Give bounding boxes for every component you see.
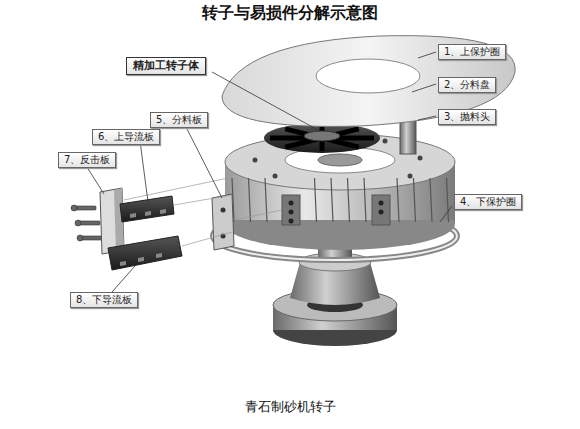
impact-plate (100, 188, 124, 254)
title-box: 精加工转子体 (126, 57, 206, 75)
fin (447, 178, 449, 222)
splitter-plate (212, 194, 234, 250)
fin (348, 178, 350, 222)
part-label: 2、分料盘 (438, 77, 496, 93)
part-label: 7、反击板 (58, 152, 116, 168)
title: 转子与易损件分解示意图 (202, 3, 378, 24)
upper-guide-plate (120, 196, 174, 222)
fin (249, 178, 251, 222)
fin (315, 178, 317, 222)
part-name: 3、抛料头 (444, 111, 490, 122)
part-label: 6、上导流板 (92, 129, 160, 145)
fin (331, 178, 333, 222)
bolts (71, 205, 102, 241)
part-name: 6、上导流板 (98, 131, 154, 142)
fin (430, 178, 432, 222)
part-name: 8、下导流板 (76, 294, 132, 305)
part-label: 5、分料板 (150, 112, 208, 128)
part-name: 7、反击板 (64, 154, 110, 165)
part-name: 2、分料盘 (444, 79, 490, 90)
fin (364, 178, 366, 222)
fin (414, 178, 416, 222)
caption: 青石制砂机转子 (245, 398, 336, 416)
part-label: 4、下保护圈 (454, 194, 522, 210)
fin (397, 178, 399, 222)
part-label: 3、抛料头 (438, 109, 496, 125)
part-name: 4、下保护圈 (460, 196, 516, 207)
part-label: 8、下导流板 (70, 292, 138, 308)
part-name: 5、分料板 (156, 114, 202, 125)
fin (265, 178, 267, 222)
assembly-lines (124, 178, 282, 246)
lower-guide-plate (108, 236, 182, 270)
part-label: 1、上保护圈 (438, 44, 506, 60)
part-name: 1、上保护圈 (444, 46, 500, 57)
upper-protection-ring (222, 36, 515, 127)
part-name: 精加工转子体 (133, 59, 199, 72)
distributor-plate (264, 123, 380, 153)
leader-lines (85, 52, 452, 292)
